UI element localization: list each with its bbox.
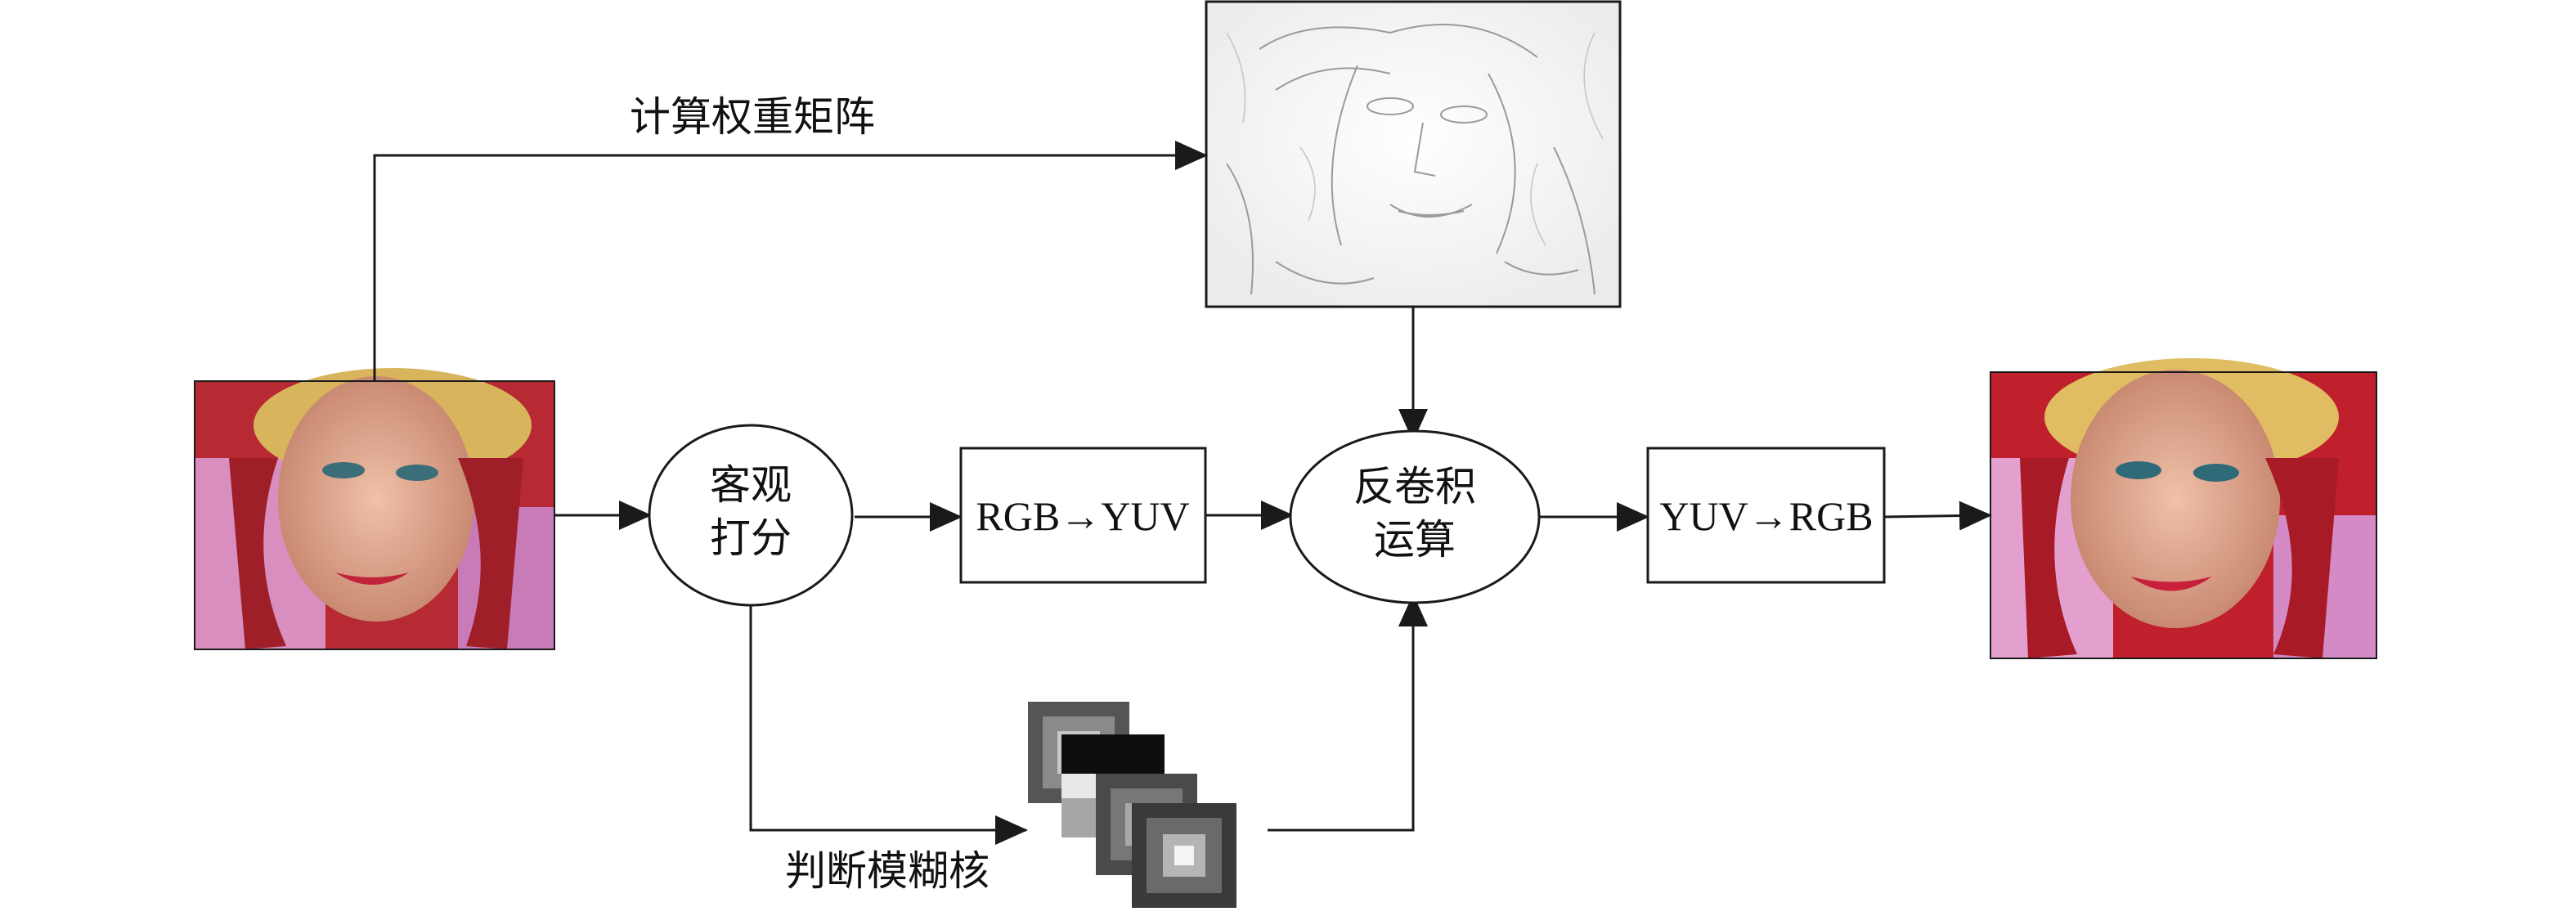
- yuv-to-rgb-label: YUV→RGB: [1659, 493, 1873, 539]
- objective-score-label-1: 客观: [710, 461, 792, 509]
- edge-score-to-kernel: [749, 605, 1028, 845]
- connectors: [373, 141, 1992, 845]
- blur-kernel-stack: [1028, 702, 1236, 908]
- node-rgb-to-yuv: RGB→YUV: [959, 447, 1207, 584]
- edge-input-to-weightmap: [373, 141, 1208, 381]
- node-objective-score: 客观 打分: [648, 424, 854, 607]
- rgb-to-yuv-label: RGB→YUV: [976, 493, 1189, 539]
- node-yuv-to-rgb: YUV→RGB: [1646, 447, 1886, 584]
- deconv-label-2: 运算: [1374, 516, 1456, 564]
- weight-matrix-label: 计算权重矩阵: [630, 93, 875, 141]
- kernel-4: [1132, 803, 1236, 908]
- edge-kernel-to-deconv: [1268, 594, 1428, 832]
- output-photo: [1990, 358, 2377, 659]
- edge-yuvrgb-to-output: [1883, 501, 1992, 531]
- node-deconvolution: 反卷积 运算: [1289, 429, 1541, 604]
- input-photo: [194, 368, 555, 650]
- deconv-label-1: 反卷积: [1353, 463, 1476, 510]
- objective-score-label-2: 打分: [710, 514, 792, 562]
- weight-map-image: [1205, 0, 1622, 308]
- blur-kernel-label: 判断模糊核: [785, 847, 990, 895]
